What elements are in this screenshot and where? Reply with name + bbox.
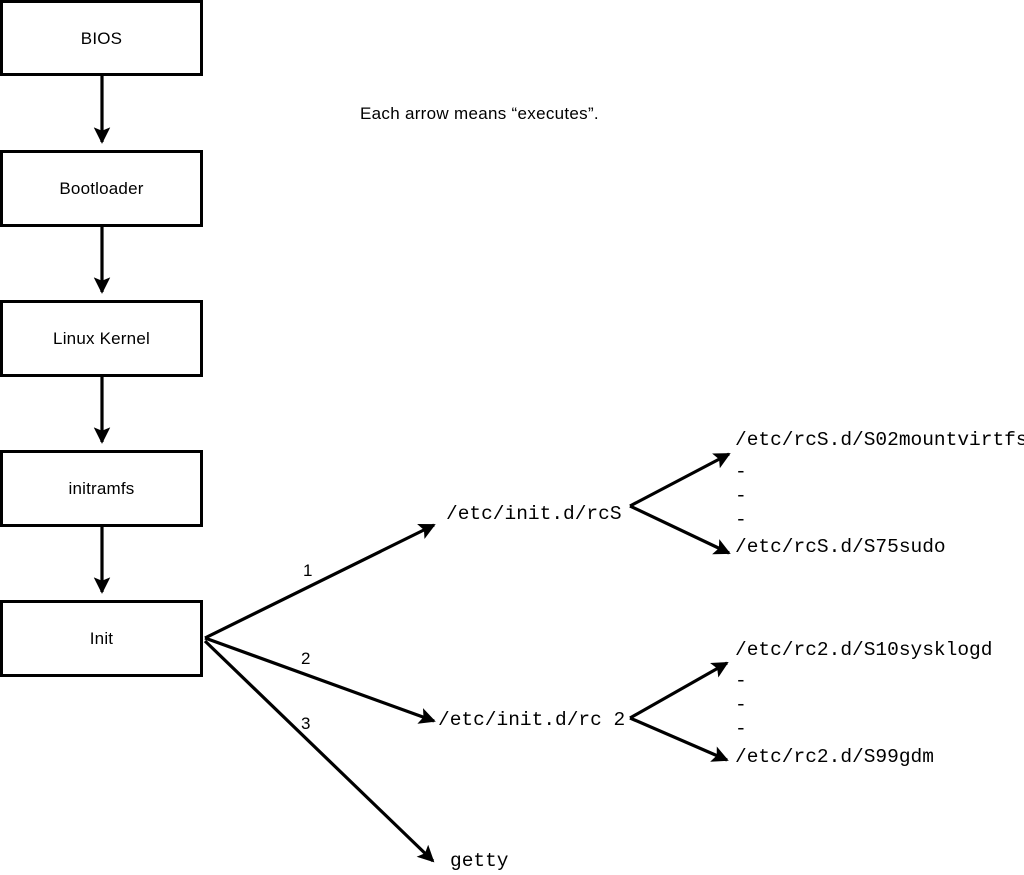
node-linux-kernel[interactable]: Linux Kernel bbox=[0, 300, 203, 377]
script-rc2-last: /etc/rc2.d/S99gdm bbox=[735, 746, 934, 768]
edge-rcs-to-first-script bbox=[629, 452, 731, 508]
node-bios[interactable]: BIOS bbox=[0, 0, 203, 76]
script-rcs-ellipsis-1: - bbox=[735, 461, 747, 483]
target-rc2: /etc/init.d/rc 2 bbox=[438, 709, 626, 731]
target-rcs: /etc/init.d/rcS bbox=[446, 503, 622, 525]
script-rc2-ellipsis-2: - bbox=[735, 694, 747, 716]
script-rcs-ellipsis-2: - bbox=[735, 485, 747, 507]
edge-init-to-rcs bbox=[204, 523, 436, 640]
edge-rcs-to-last-script bbox=[629, 504, 731, 555]
node-linux-kernel-label: Linux Kernel bbox=[53, 329, 150, 348]
script-rc2-ellipsis-3: - bbox=[735, 718, 747, 740]
node-bootloader[interactable]: Bootloader bbox=[0, 150, 203, 227]
legend-note: Each arrow means “executes”. bbox=[360, 104, 599, 123]
edge-rc2-to-last-script bbox=[629, 716, 729, 762]
script-rcs-last: /etc/rcS.d/S75sudo bbox=[735, 536, 946, 558]
edge-init-to-rc2 bbox=[204, 636, 436, 724]
edge-init-to-getty bbox=[203, 639, 435, 863]
node-initramfs-label: initramfs bbox=[68, 479, 135, 498]
script-rcs-ellipsis-3: - bbox=[735, 509, 747, 531]
node-init-label: Init bbox=[89, 629, 114, 648]
node-initramfs[interactable]: initramfs bbox=[0, 450, 203, 527]
node-bootloader-label: Bootloader bbox=[59, 179, 144, 198]
target-getty: getty bbox=[450, 850, 509, 872]
script-rcs-first: /etc/rcS.d/S02mountvirtfs bbox=[735, 429, 1024, 451]
script-rc2-ellipsis-1: - bbox=[735, 670, 747, 692]
node-init[interactable]: Init bbox=[0, 600, 203, 677]
branch-number-1: 1 bbox=[303, 561, 313, 580]
node-bios-label: BIOS bbox=[80, 28, 123, 48]
branch-number-2: 2 bbox=[301, 649, 311, 668]
edge-rc2-to-first-script bbox=[629, 661, 729, 720]
branch-number-3: 3 bbox=[301, 714, 311, 733]
script-rc2-first: /etc/rc2.d/S10sysklogd bbox=[735, 639, 993, 661]
